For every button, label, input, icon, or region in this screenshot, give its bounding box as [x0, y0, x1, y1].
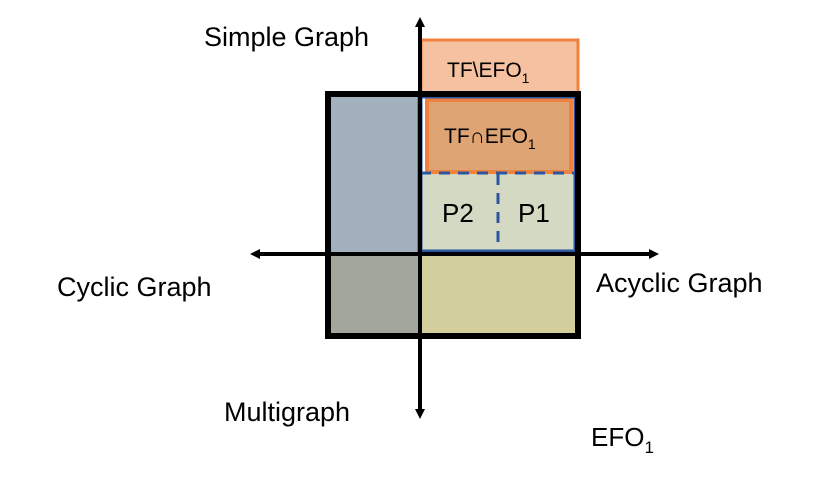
- axis-label-acyclic-graph: Acyclic Graph: [596, 268, 763, 298]
- label-p2: P2: [442, 198, 474, 228]
- quadrant-acyclic-multigraph: [420, 254, 578, 336]
- label-tf-cap-efo: TF∩EFO1: [444, 125, 536, 152]
- caption-efo-sub: 1: [644, 438, 653, 457]
- caption-efo: EFO1: [591, 422, 654, 457]
- label-tf-minus-efo-sub: 1: [522, 70, 530, 86]
- axis-label-simple-graph: Simple Graph: [204, 22, 369, 52]
- axis-label-multigraph: Multigraph: [224, 397, 350, 427]
- axis-label-cyclic-graph: Cyclic Graph: [57, 272, 212, 302]
- label-tf-cap-efo-main: TF∩EFO: [444, 125, 528, 148]
- caption-efo-main: EFO: [591, 422, 644, 452]
- label-tf-minus-efo-main: TF\EFO: [447, 59, 522, 82]
- tf-cap-efo-box: [425, 98, 573, 174]
- label-tf-minus-efo: TF\EFO1: [447, 59, 530, 86]
- quadrant-cyclic-multigraph: [328, 254, 420, 336]
- label-p1: P1: [518, 198, 550, 228]
- tf-minus-efo-box: [419, 38, 580, 96]
- quadrant-cyclic-simple: [328, 94, 420, 254]
- outer-border: [325, 91, 581, 339]
- label-tf-cap-efo-sub: 1: [528, 136, 536, 152]
